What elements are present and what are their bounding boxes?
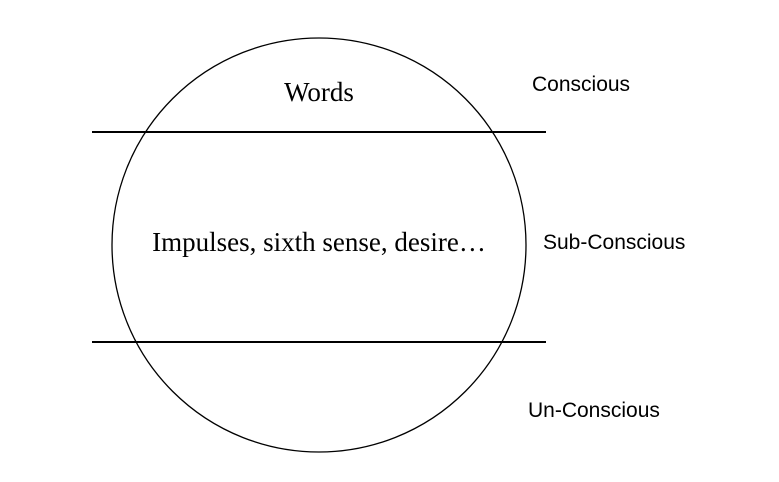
impulses-label: Impulses, sixth sense, desire…	[152, 227, 486, 257]
mind-circle	[111, 37, 527, 453]
subconscious-level-label: Sub-Conscious	[543, 231, 685, 254]
words-label: Words	[284, 77, 354, 107]
conscious-level-label: Conscious	[532, 73, 630, 96]
unconscious-level-label: Un-Conscious	[528, 399, 660, 422]
